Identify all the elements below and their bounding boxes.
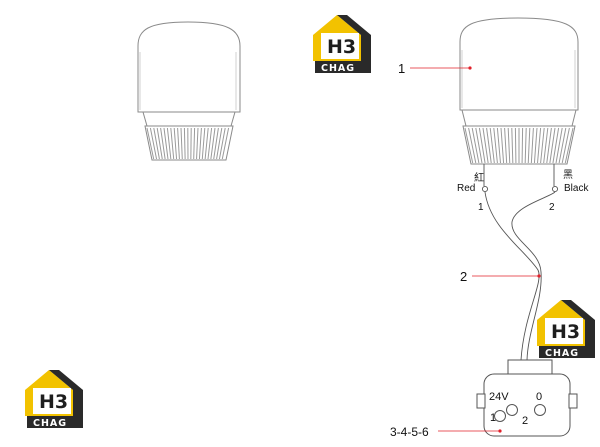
base-rib bbox=[156, 127, 163, 160]
base-rib bbox=[507, 127, 511, 164]
logo-right: H3 CHAG bbox=[537, 300, 595, 359]
wire-red-label: Red bbox=[457, 183, 475, 194]
base-rib bbox=[468, 127, 477, 164]
beacon-left bbox=[137, 21, 241, 161]
base-rib bbox=[558, 127, 567, 164]
leader-dot-1 bbox=[468, 66, 472, 70]
callout-2: 2 bbox=[460, 269, 467, 284]
base-rib bbox=[183, 127, 186, 160]
wire-red-number: 1 bbox=[478, 202, 484, 213]
base-rib bbox=[170, 127, 175, 160]
base-rib bbox=[160, 127, 166, 160]
base-rib bbox=[540, 127, 545, 164]
base-rib bbox=[496, 127, 501, 164]
base-rib bbox=[514, 127, 517, 164]
base-rib bbox=[549, 127, 556, 164]
base-rib bbox=[221, 127, 230, 160]
base-rib bbox=[537, 127, 542, 164]
base-rib bbox=[478, 127, 486, 164]
base-rib bbox=[482, 127, 489, 164]
leader-dot-3 bbox=[498, 429, 502, 433]
connector-voltage-label: 24V bbox=[489, 391, 509, 403]
base-rib bbox=[207, 127, 213, 160]
base-rib bbox=[180, 127, 183, 160]
wire-black-cn-label: 黑 bbox=[563, 169, 573, 181]
base-rib bbox=[489, 127, 495, 164]
base-rib bbox=[166, 127, 172, 160]
base-rib bbox=[475, 127, 483, 164]
connector-pin-1-label: 1 bbox=[490, 412, 496, 424]
logo-name: CHAG bbox=[321, 63, 355, 74]
base-rib bbox=[201, 127, 206, 160]
base-rib bbox=[210, 127, 216, 160]
base-rib bbox=[533, 127, 538, 164]
connector-zero-label: 0 bbox=[536, 391, 542, 403]
wire-black-number: 2 bbox=[549, 202, 555, 213]
logo-mark: H3 bbox=[39, 391, 68, 413]
base-rib bbox=[218, 127, 226, 160]
leader-dot-2 bbox=[537, 274, 541, 278]
base-rib bbox=[193, 127, 196, 160]
base-rib bbox=[493, 127, 498, 164]
logo-top-center: H3 CHAG bbox=[313, 15, 371, 74]
callout-leaders bbox=[410, 67, 539, 432]
base-rib bbox=[524, 127, 527, 164]
base-rib bbox=[153, 127, 160, 160]
wire-red-cn-label: 紅 bbox=[474, 172, 484, 184]
connector bbox=[476, 359, 578, 437]
logo-mark: H3 bbox=[327, 36, 356, 58]
connector-pin-hole-3 bbox=[534, 404, 546, 416]
connector-pin-2-label: 2 bbox=[522, 415, 528, 427]
base-rib bbox=[198, 127, 202, 160]
wire-leads bbox=[481, 164, 559, 361]
base-rib bbox=[504, 127, 508, 164]
base-rib bbox=[213, 127, 219, 160]
beacon-right bbox=[459, 17, 579, 165]
base-rib bbox=[511, 127, 514, 164]
logo-name: CHAG bbox=[545, 348, 579, 359]
callout-3-4-5-6: 3-4-5-6 bbox=[390, 425, 429, 439]
base-rib bbox=[177, 127, 180, 160]
base-rib bbox=[527, 127, 531, 164]
base-rib bbox=[216, 127, 223, 160]
base-rib bbox=[552, 127, 560, 164]
logo-bottom-left: H3 CHAG bbox=[25, 370, 83, 429]
base-rib bbox=[173, 127, 178, 160]
base-rib bbox=[555, 127, 563, 164]
base-rib bbox=[521, 127, 524, 164]
connector-pin-hole-2 bbox=[506, 404, 518, 416]
logo-mark: H3 bbox=[551, 321, 580, 343]
base-rib bbox=[196, 127, 199, 160]
base-rib bbox=[486, 127, 492, 164]
callout-1: 1 bbox=[398, 61, 405, 76]
base-rib bbox=[530, 127, 534, 164]
wire-black-label: Black bbox=[564, 183, 589, 194]
base-rib bbox=[564, 127, 574, 164]
base-rib bbox=[471, 127, 480, 164]
base-rib bbox=[561, 127, 570, 164]
base-rib bbox=[546, 127, 552, 164]
base-rib bbox=[464, 127, 474, 164]
connector-pin-hole-1 bbox=[494, 410, 506, 422]
base-rib bbox=[163, 127, 169, 160]
base-rib bbox=[204, 127, 209, 160]
base-rib bbox=[149, 127, 158, 160]
base-rib bbox=[500, 127, 505, 164]
base-rib bbox=[543, 127, 549, 164]
base-rib bbox=[146, 127, 155, 160]
logo-name: CHAG bbox=[33, 418, 67, 429]
